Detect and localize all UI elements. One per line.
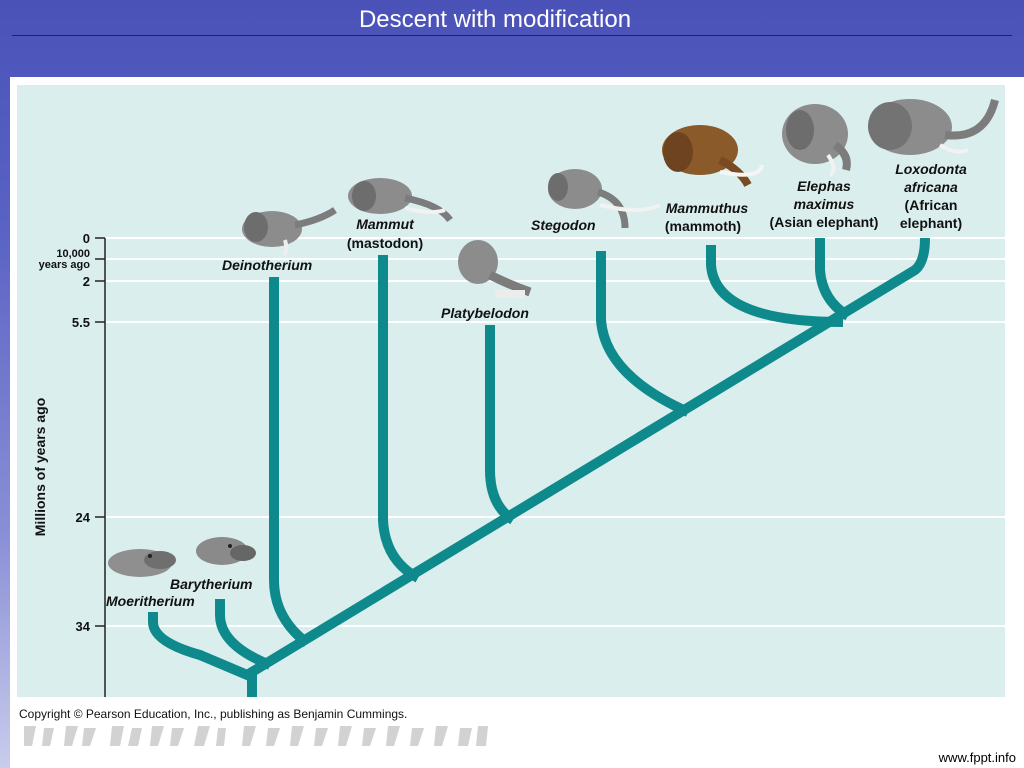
copyright-notice: Copyright © Pearson Education, Inc., pub… bbox=[19, 707, 408, 721]
phylogenetic-tree bbox=[148, 237, 930, 697]
branch-mammut bbox=[378, 255, 421, 583]
elephas-illustration bbox=[782, 104, 851, 177]
stegodon-illustration bbox=[548, 169, 661, 229]
label-barytherium: Barytherium bbox=[170, 576, 252, 592]
deinotherium-illustration bbox=[242, 207, 337, 257]
title-divider bbox=[12, 35, 1012, 36]
tick-label-24: 24 bbox=[76, 510, 91, 525]
branch-deinotherium bbox=[269, 277, 311, 647]
tick-label-2: 2 bbox=[83, 274, 90, 289]
branch-stegodon bbox=[596, 251, 691, 417]
tick-label-years-ago: years ago bbox=[39, 259, 91, 271]
tick-label-10000: 10,000 bbox=[56, 248, 90, 260]
label-loxodonta-common-line2: elephant) bbox=[900, 215, 962, 231]
label-mammuthus-common: (mammoth) bbox=[665, 218, 741, 234]
axis-title: Millions of years ago bbox=[32, 398, 48, 536]
label-stegodon: Stegodon bbox=[531, 217, 596, 233]
branch-moeritherium bbox=[148, 612, 254, 682]
branch-platybelodon bbox=[485, 325, 516, 525]
time-gridlines bbox=[105, 237, 1005, 627]
label-deinotherium: Deinotherium bbox=[222, 257, 312, 273]
phylogeny-figure-background bbox=[17, 85, 1005, 697]
time-axis bbox=[95, 237, 106, 697]
branch-elephas bbox=[815, 238, 851, 321]
label-elephas-common: (Asian elephant) bbox=[770, 214, 879, 230]
barytherium-illustration bbox=[196, 537, 256, 565]
mammut-illustration bbox=[348, 178, 453, 223]
branch-mammuthus bbox=[706, 245, 844, 327]
branch-barytherium bbox=[215, 599, 272, 670]
decorative-shape-strip bbox=[24, 726, 488, 746]
label-moeritherium: Moeritherium bbox=[106, 593, 195, 609]
label-mammut-common: (mastodon) bbox=[347, 235, 423, 251]
moeritherium-illustration bbox=[108, 549, 176, 577]
label-platybelodon: Platybelodon bbox=[441, 305, 529, 321]
label-elephas-line2: maximus bbox=[794, 196, 855, 212]
label-loxodonta-line2: africana bbox=[904, 179, 958, 195]
tick-label-0: 0 bbox=[83, 231, 90, 246]
platybelodon-illustration bbox=[458, 240, 532, 298]
label-mammut: Mammut bbox=[356, 216, 415, 232]
watermark-url: www.fppt.info bbox=[938, 750, 1016, 765]
tick-label-5-5: 5.5 bbox=[72, 315, 90, 330]
main-trunk bbox=[247, 237, 930, 697]
label-loxodonta-common-line1: (African bbox=[905, 197, 958, 213]
tick-label-34: 34 bbox=[76, 619, 91, 634]
mammuthus-illustration bbox=[662, 125, 764, 188]
label-elephas-line1: Elephas bbox=[797, 178, 851, 194]
label-mammuthus: Mammuthus bbox=[666, 200, 749, 216]
loxodonta-illustration bbox=[868, 98, 999, 155]
label-loxodonta-line1: Loxodonta bbox=[895, 161, 967, 177]
slide-title: Descent with modification bbox=[358, 6, 632, 33]
